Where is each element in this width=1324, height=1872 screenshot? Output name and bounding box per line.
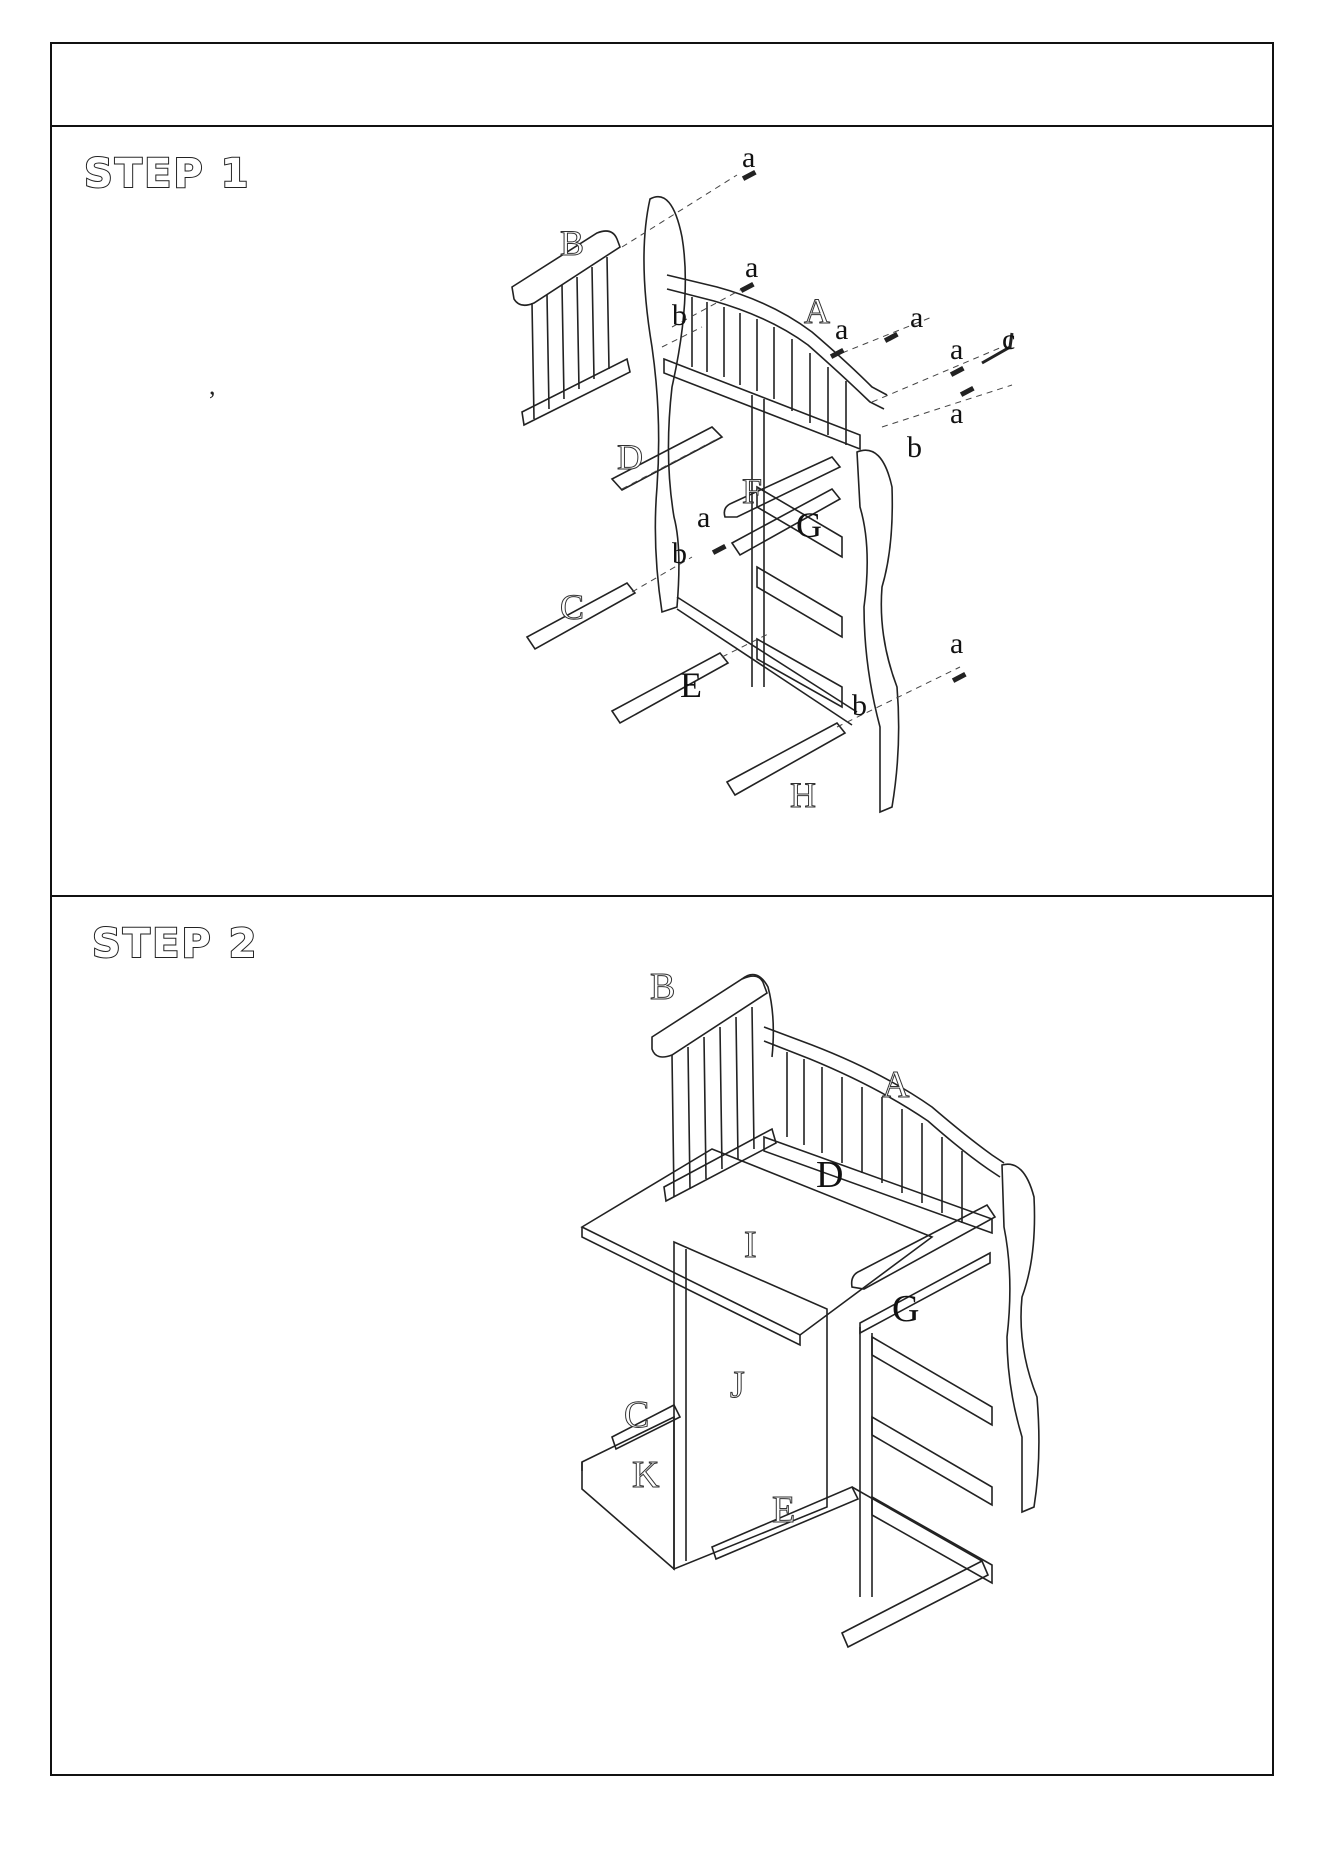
svg-text:a: a xyxy=(745,251,758,284)
shelf-k xyxy=(582,1417,674,1569)
label-b-panel: B xyxy=(650,966,675,1008)
step-1-panel: STEP 1 , xyxy=(52,127,1272,897)
svg-text:a: a xyxy=(950,627,963,660)
svg-text:a: a xyxy=(835,313,848,346)
label-g-rail: G xyxy=(796,505,822,545)
label-c-rail: C xyxy=(560,587,584,627)
svg-text:a: a xyxy=(950,333,963,366)
label-g-rail: G xyxy=(892,1288,919,1330)
rail-h xyxy=(727,723,845,795)
svg-text:c: c xyxy=(1002,323,1015,356)
part-labels-outline: A B C D F H xyxy=(560,223,830,815)
label-a-panel: A xyxy=(804,291,830,331)
label-e-rail: E xyxy=(772,1489,795,1531)
right-upright-post xyxy=(1002,1164,1039,1512)
drawer-slides xyxy=(872,1337,992,1583)
part-labels-outline: A B C E I J K xyxy=(624,966,910,1531)
label-e-rail: E xyxy=(680,665,702,705)
rail-h xyxy=(842,1561,988,1647)
part-labels-solid: D G xyxy=(816,1154,919,1330)
step-1-exploded-diagram: A B C D F H G E a a a a a a a a b b xyxy=(52,127,1272,897)
panel-a-top-rail xyxy=(667,275,887,395)
svg-text:b: b xyxy=(852,689,867,722)
rail-g xyxy=(852,1205,995,1289)
label-d-rail: D xyxy=(816,1154,843,1196)
label-i-top: I xyxy=(744,1224,757,1266)
label-d-rail: D xyxy=(617,437,643,477)
label-k-shelf: K xyxy=(632,1454,660,1496)
panel-b-slats xyxy=(672,1007,754,1197)
bottom-frame-rail xyxy=(677,597,857,712)
svg-text:a: a xyxy=(910,301,923,334)
header-band xyxy=(52,44,1272,127)
panel-b-slats xyxy=(532,257,609,419)
label-b-panel: B xyxy=(560,223,584,263)
svg-text:a: a xyxy=(742,141,755,174)
svg-text:a: a xyxy=(950,397,963,430)
hardware-labels: a a a a a a a a b b b b c xyxy=(672,141,1015,722)
page-frame: STEP 1 , xyxy=(50,42,1274,1776)
panel-a-lower-rail xyxy=(664,359,860,449)
label-f-rail: F xyxy=(742,471,762,511)
panel-a-lower-rail xyxy=(764,1137,992,1233)
footer-text xyxy=(914,1864,1174,1872)
desk-top-i xyxy=(582,1149,932,1335)
side-panel-j xyxy=(674,1242,827,1569)
panel-b-bottom-rail xyxy=(664,1129,776,1201)
svg-text:b: b xyxy=(672,537,687,570)
svg-text:a: a xyxy=(697,501,710,534)
label-a-panel: A xyxy=(882,1064,910,1106)
label-c-rail: C xyxy=(624,1394,649,1436)
label-j-panel: J xyxy=(730,1364,745,1406)
step-2-assembled-diagram: A B C E I J K D G xyxy=(52,897,1272,1774)
rail-e xyxy=(612,653,728,723)
label-h-rail: H xyxy=(790,775,816,815)
step-2-panel: STEP 2 xyxy=(52,897,1272,1774)
part-labels-solid: G E xyxy=(680,505,822,705)
panel-b-bottom-rail xyxy=(522,359,630,425)
right-upright-post xyxy=(857,450,899,812)
svg-text:b: b xyxy=(907,431,922,464)
drawer-slides xyxy=(752,395,842,707)
panel-a-slats xyxy=(787,1052,962,1223)
svg-text:b: b xyxy=(672,299,687,332)
